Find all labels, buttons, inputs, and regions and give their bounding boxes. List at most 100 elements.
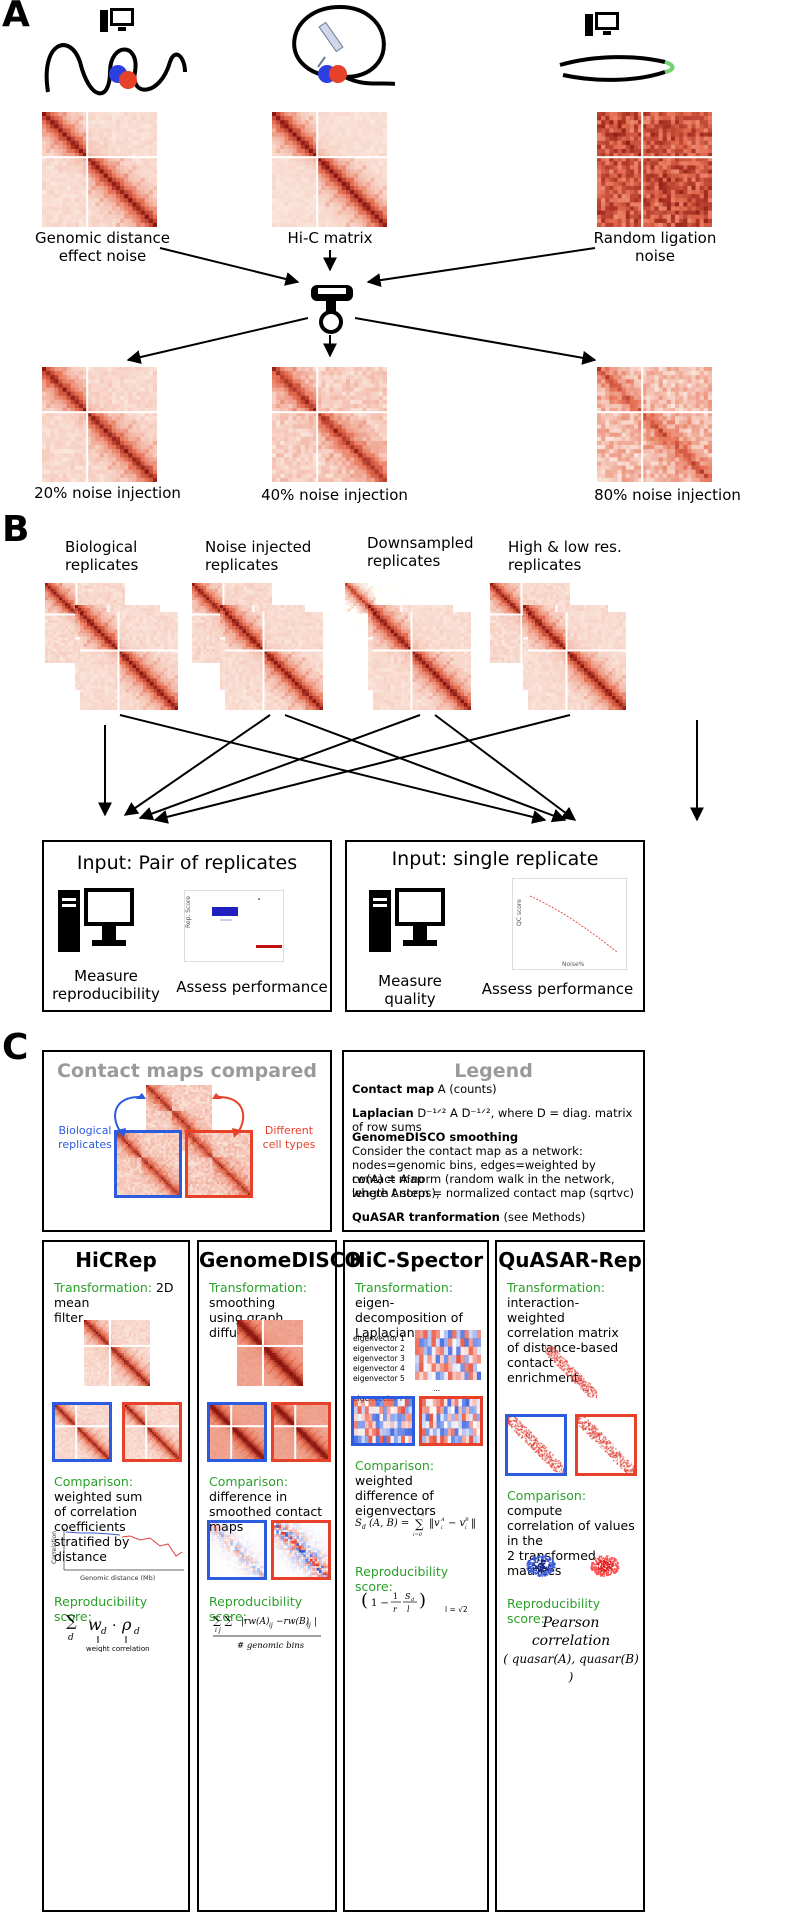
heatmap-cell <box>683 408 688 413</box>
heatmap-cell <box>280 177 285 183</box>
heatmap-cell <box>102 597 106 601</box>
heatmap-cell <box>695 395 700 401</box>
heatmap-cell <box>78 449 84 454</box>
heatmap-cell <box>66 169 72 174</box>
heatmap-cell <box>374 375 380 380</box>
heatmap-cell <box>350 120 355 125</box>
heatmap-cell <box>597 412 602 417</box>
heatmap-cell <box>66 148 72 154</box>
heatmap-cell <box>67 603 72 607</box>
heatmap-cell <box>111 148 117 154</box>
heatmap-cell <box>300 173 306 179</box>
heatmap-cell <box>105 600 109 604</box>
heatmap-cell <box>605 424 610 429</box>
heatmap-cell <box>366 206 371 211</box>
heatmap-cell <box>95 461 100 466</box>
heatmap-cell <box>120 161 125 166</box>
heatmap-cell <box>54 218 59 224</box>
heatmap-cell <box>609 165 614 170</box>
heatmap-cell <box>597 169 602 174</box>
heatmap-cell <box>675 477 680 482</box>
heatmap-cell <box>650 112 655 117</box>
heatmap-cell <box>605 181 610 187</box>
heatmap-cell <box>650 432 655 438</box>
heatmap-cell <box>666 383 672 388</box>
heatmap-cell <box>675 148 680 154</box>
heatmap-cell <box>103 169 109 174</box>
heatmap-cell <box>370 177 375 183</box>
heatmap-cell <box>358 120 363 125</box>
heatmap-cell <box>658 416 664 421</box>
heatmap-cell <box>337 132 343 137</box>
heatmap-cell <box>122 591 125 595</box>
heatmap-cell <box>292 165 297 170</box>
heatmap-cell <box>378 222 384 227</box>
heatmap-cell <box>115 403 121 409</box>
heatmap-cell <box>666 218 672 224</box>
heatmap-cell <box>140 408 145 413</box>
heatmap-cell <box>122 588 125 592</box>
heatmap-cell <box>691 367 696 372</box>
heatmap-cell <box>317 181 322 187</box>
heatmap-cell <box>132 428 137 434</box>
heatmap-cell <box>374 432 380 438</box>
heatmap-cell <box>105 603 109 607</box>
heatmap-cell <box>128 453 133 458</box>
heatmap-cell <box>272 469 277 475</box>
heatmap-cell <box>642 144 647 150</box>
heatmap-cell <box>313 157 318 162</box>
heatmap-cell <box>59 583 63 587</box>
heatmap-gap <box>272 156 387 159</box>
heatmap-cell <box>666 428 672 434</box>
heatmap-cell <box>658 408 664 413</box>
heatmap-cell <box>140 214 145 220</box>
heatmap-cell <box>152 391 157 397</box>
heatmap-cell <box>699 469 705 475</box>
heatmap-cell <box>288 173 293 179</box>
heatmap-cell <box>617 457 622 462</box>
heatmap-cell <box>358 222 363 227</box>
heatmap-cell <box>62 222 67 227</box>
heatmap-cell <box>329 153 334 158</box>
heatmap-cell <box>280 153 285 158</box>
heatmap-cell <box>66 465 72 470</box>
heatmap-cell <box>83 144 88 150</box>
heatmap-cell <box>140 416 145 421</box>
heatmap-cell <box>280 136 285 142</box>
heatmap-cell <box>284 375 289 380</box>
heatmap-cell <box>329 181 334 187</box>
heatmap-cell <box>366 399 371 405</box>
heatmap-cell <box>91 399 96 405</box>
heatmap-cell <box>329 477 334 482</box>
heatmap-cell <box>50 194 55 199</box>
heatmap-cell <box>90 594 94 598</box>
heatmap-cell <box>103 375 109 380</box>
heatmap-cell <box>87 185 92 191</box>
heatmap-cell <box>625 218 631 224</box>
heatmap-cell <box>666 148 672 154</box>
heatmap-cell <box>642 477 647 482</box>
heatmap-cell <box>103 120 109 125</box>
heatmap-cell <box>292 177 297 183</box>
heatmap-cell <box>337 412 343 417</box>
heatmap-cell <box>670 136 676 142</box>
heatmap-cell <box>325 169 330 174</box>
heatmap-cell <box>50 383 55 388</box>
heatmap-cell <box>62 605 66 610</box>
heatmap-cell <box>107 148 113 154</box>
heatmap-cell <box>341 371 347 376</box>
heatmap-cell <box>683 383 688 388</box>
heatmap-cell <box>136 116 141 121</box>
heatmap-cell <box>144 416 150 421</box>
heatmap-cell <box>102 583 106 587</box>
heatmap-cell <box>601 128 606 133</box>
heatmap-cell <box>358 185 363 191</box>
heatmap-cell <box>366 408 371 413</box>
heatmap-cell <box>662 140 668 146</box>
heatmap-cell <box>354 173 359 179</box>
caption-random-ligation: Random ligation noise <box>580 229 730 265</box>
heatmap-cell <box>272 185 277 191</box>
heatmap-cell <box>382 124 387 129</box>
heatmap-cell <box>345 399 351 405</box>
heatmap-cell <box>128 165 133 170</box>
